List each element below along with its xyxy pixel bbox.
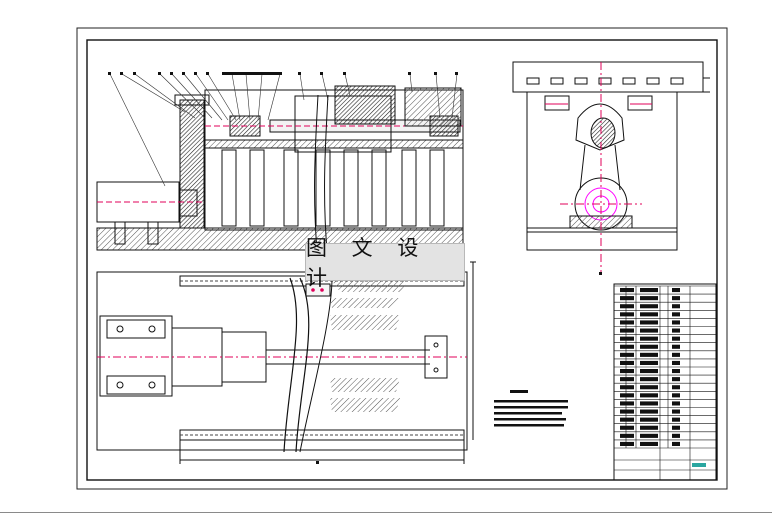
parts-list-cell-mark	[620, 433, 634, 438]
parts-list-cell-mark	[640, 296, 658, 301]
parts-list-cell-mark	[620, 344, 634, 349]
parts-list-cell-mark	[640, 312, 658, 317]
parts-list-cell-mark	[672, 385, 680, 390]
parts-list-cell-mark	[672, 328, 680, 333]
parts-list-cell-mark	[640, 352, 658, 357]
parts-list-cell-mark	[640, 360, 658, 365]
parts-list-cell-mark	[620, 352, 634, 357]
title-block	[613, 283, 717, 481]
parts-list-cell-mark	[640, 417, 658, 422]
parts-list-cell-mark	[620, 312, 634, 317]
parts-list-cell-mark	[672, 344, 680, 349]
parts-list-cell-mark	[620, 288, 634, 293]
outer-border	[76, 27, 728, 490]
parts-list-cell-mark	[640, 369, 658, 374]
top-view	[96, 261, 476, 464]
parts-list-cell-mark	[620, 409, 634, 414]
parts-list-cell-mark	[672, 288, 680, 293]
parts-list-cell-mark	[620, 296, 634, 301]
parts-list-cell-mark	[640, 393, 658, 398]
parts-list-cell-mark	[620, 369, 634, 374]
parts-list-cell-mark	[620, 320, 634, 325]
parts-list-cell-mark	[640, 385, 658, 390]
page-baseline	[0, 512, 772, 513]
parts-list-cell-mark	[640, 425, 658, 430]
parts-list-cell-mark	[620, 393, 634, 398]
parts-list-cell-mark	[640, 401, 658, 406]
parts-list-cell-mark	[620, 360, 634, 365]
parts-list-cell-mark	[672, 296, 680, 301]
parts-list-cell-mark	[640, 288, 658, 293]
parts-list-cell-mark	[620, 377, 634, 382]
parts-list-cell-mark	[672, 425, 680, 430]
parts-list-cell-mark	[640, 328, 658, 333]
technical-notes	[494, 390, 568, 427]
parts-list-cell-mark	[640, 377, 658, 382]
parts-list-cell-mark	[620, 385, 634, 390]
parts-list-cell-mark	[672, 336, 680, 341]
side-view-mark	[599, 272, 602, 275]
inner-border	[86, 39, 718, 481]
parts-list-cell-mark	[672, 312, 680, 317]
parts-list-cell-mark	[620, 336, 634, 341]
parts-list-cell-mark	[672, 320, 680, 325]
parts-list-cell-mark	[640, 344, 658, 349]
parts-list-cell-mark	[672, 393, 680, 398]
parts-list-cell-mark	[640, 336, 658, 341]
parts-list-cell-mark	[620, 401, 634, 406]
parts-list-cell-mark	[620, 417, 634, 422]
parts-list-cell-mark	[640, 304, 658, 309]
parts-list-cell-mark	[672, 441, 680, 446]
parts-list-cell-mark	[640, 320, 658, 325]
parts-list-cell-mark	[620, 328, 634, 333]
parts-list-cell-mark	[672, 369, 680, 374]
watermark-stamp: 图 文 设 计	[305, 236, 465, 290]
parts-list-cell-mark	[672, 417, 680, 422]
parts-list-cell-mark	[672, 401, 680, 406]
parts-list-cell-mark	[640, 441, 658, 446]
parts-list-cell-mark	[672, 377, 680, 382]
parts-list-cell-mark	[672, 433, 680, 438]
parts-list-cell-mark	[640, 409, 658, 414]
parts-list-cell-mark	[620, 304, 634, 309]
parts-list-cell-mark	[620, 425, 634, 430]
parts-list-cell-mark	[672, 304, 680, 309]
parts-list-cell-mark	[672, 360, 680, 365]
front-section-view	[96, 72, 464, 263]
parts-list-cell-mark	[620, 441, 634, 446]
side-view	[512, 61, 710, 272]
scale-mark	[316, 461, 319, 464]
parts-list-cell-mark	[672, 352, 680, 357]
parts-list-cell-mark	[640, 433, 658, 438]
parts-list-cell-mark	[672, 409, 680, 414]
